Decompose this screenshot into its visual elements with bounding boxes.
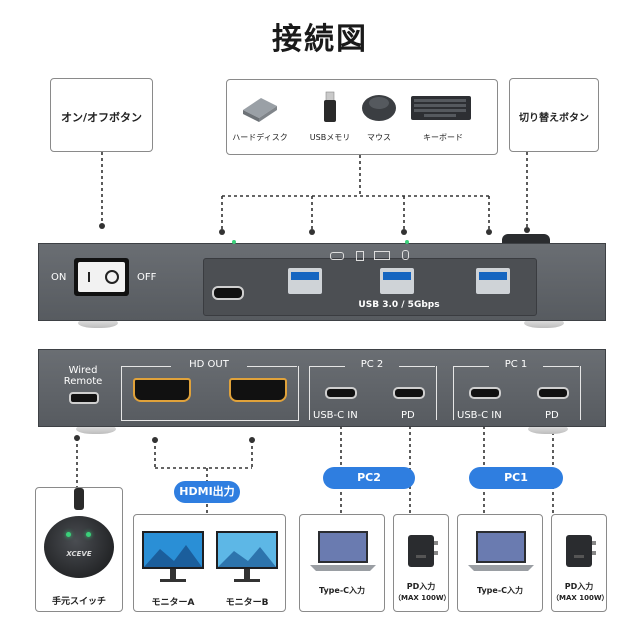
usb-stick-icon xyxy=(356,251,364,261)
charger-icon xyxy=(408,535,438,567)
remote-switch-box: XCEVE 手元スイッチ xyxy=(35,487,123,612)
pc2-group xyxy=(309,366,437,420)
front-usb-c-port[interactable] xyxy=(212,286,244,300)
monitor-b-label: モニターB xyxy=(225,598,269,608)
pc1-pd-max-label: （MAX 100W） xyxy=(552,594,609,602)
pc1-typec-label: Type-C入力 xyxy=(476,586,524,595)
remote-switch[interactable]: XCEVE xyxy=(44,516,114,578)
mouse-icon xyxy=(362,95,396,121)
off-label: OFF xyxy=(137,272,157,283)
monitor-icon xyxy=(142,531,278,582)
device-foot xyxy=(78,318,118,328)
power-button-label: オン/オフボタン xyxy=(60,111,143,124)
usb-stick-label: USBメモリ xyxy=(309,133,351,142)
usb-stick-icon xyxy=(324,91,336,122)
pc2-pd-port[interactable] xyxy=(393,387,425,399)
pc1-pill: PC1 xyxy=(469,467,563,489)
pc1-label: PC 1 xyxy=(504,359,528,370)
hdmi-output-pill: HDMI出力 xyxy=(174,481,240,503)
remote-switch-label: 手元スイッチ xyxy=(51,597,106,607)
peripherals-callout: ハードディスク USBメモリ マウス キーボード xyxy=(226,79,498,155)
status-led xyxy=(232,240,236,244)
usb-speed-label: USB 3.0 / 5Gbps xyxy=(358,300,440,310)
usb-a-port[interactable] xyxy=(288,268,322,294)
power-button-callout: オン/オフボタン xyxy=(50,78,153,152)
hd-out-group xyxy=(121,366,299,421)
pc2-usbc-label: USB-C IN xyxy=(313,410,358,421)
wired-remote-port[interactable] xyxy=(69,392,99,404)
switch-button-callout: 切り替えボタン xyxy=(509,78,599,152)
pc2-pd-input-label: PD入力 xyxy=(406,582,436,591)
laptop-icon xyxy=(468,531,534,571)
device-foot xyxy=(524,318,564,328)
hard-disk-icon xyxy=(243,98,277,122)
keyboard-icon xyxy=(374,251,390,260)
device-foot xyxy=(76,424,116,434)
laptop-icon xyxy=(310,531,376,571)
hd-out-label: HD OUT xyxy=(189,359,229,370)
hdmi-port-b[interactable] xyxy=(229,378,287,402)
hard-disk-icon xyxy=(330,252,344,260)
charger-icon xyxy=(566,535,596,567)
device-foot xyxy=(528,424,568,434)
pc1-laptop-box: Type-C入力 xyxy=(457,514,543,612)
hdmi-port-a[interactable] xyxy=(133,378,191,402)
switch-button-label: 切り替えボタン xyxy=(519,113,589,124)
pc2-label: PC 2 xyxy=(360,359,384,370)
pc1-usbc-label: USB-C IN xyxy=(457,410,502,421)
status-led xyxy=(405,240,409,244)
rear-panel: Wired Remote HD OUT PC 2 USB-C IN PD PC … xyxy=(38,349,606,427)
hard-disk-label: ハードディスク xyxy=(232,133,288,142)
pc2-typec-label: Type-C入力 xyxy=(318,586,366,595)
mouse-icon xyxy=(402,250,409,260)
wired-remote-label: Wired Remote xyxy=(63,365,103,387)
keyboard-label: キーボード xyxy=(423,133,463,142)
remote-brand-logo: XCEVE xyxy=(66,550,92,558)
pc1-pd-port[interactable] xyxy=(537,387,569,399)
monitors-box: モニターA モニターB xyxy=(133,514,286,612)
pc2-pill: PC2 xyxy=(323,467,415,489)
pc1-charger-box: PD入力 （MAX 100W） xyxy=(551,514,609,612)
pc2-pd-max-label: （MAX 100W） xyxy=(394,594,451,602)
pc2-laptop-box: Type-C入力 xyxy=(299,514,385,612)
usb-a-port[interactable] xyxy=(380,268,414,294)
pc1-pd-label: PD xyxy=(545,410,559,421)
mouse-label: マウス xyxy=(367,133,391,142)
pc1-group xyxy=(453,366,581,420)
page-title: 接続図 xyxy=(272,22,368,57)
monitor-a-label: モニターA xyxy=(151,598,195,608)
pc2-pd-label: PD xyxy=(401,410,415,421)
keyboard-icon xyxy=(411,96,471,120)
usb-port-panel: USB 3.0 / 5Gbps xyxy=(203,258,537,316)
pc2-usbc-port[interactable] xyxy=(325,387,357,399)
pc1-pd-input-label: PD入力 xyxy=(564,582,594,591)
front-panel: ON OFF USB 3.0 / 5Gbps xyxy=(38,243,606,321)
power-switch[interactable] xyxy=(74,258,129,296)
pc1-usbc-port[interactable] xyxy=(469,387,501,399)
usb-a-port[interactable] xyxy=(476,268,510,294)
on-label: ON xyxy=(51,272,67,283)
pc2-charger-box: PD入力 （MAX 100W） xyxy=(393,514,451,612)
